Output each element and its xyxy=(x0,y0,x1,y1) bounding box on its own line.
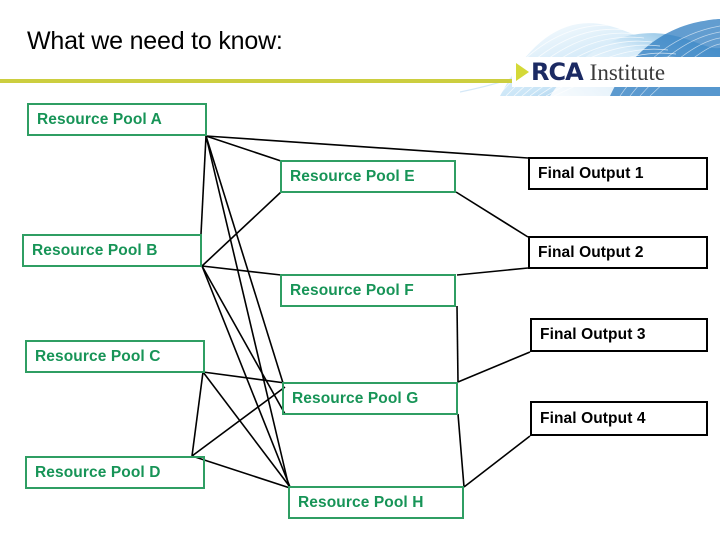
node-label: Final Output 2 xyxy=(538,243,644,261)
pool-node-b[interactable]: Resource Pool B xyxy=(22,234,202,267)
node-label: Resource Pool G xyxy=(292,389,419,407)
output-node-o4[interactable]: Final Output 4 xyxy=(530,401,708,436)
node-label: Resource Pool C xyxy=(35,347,161,365)
pool-node-a[interactable]: Resource Pool A xyxy=(27,103,207,136)
pool-node-g[interactable]: Resource Pool G xyxy=(282,382,458,415)
page-title: What we need to know: xyxy=(27,27,283,55)
diagram-edge xyxy=(205,135,282,162)
node-label: Final Output 1 xyxy=(538,164,644,182)
node-label: Resource Pool H xyxy=(298,493,424,511)
diagram-edge xyxy=(191,455,291,489)
rca-institute-logo: RCA Institute xyxy=(512,57,720,87)
diagram-edge xyxy=(191,386,286,457)
pool-node-f[interactable]: Resource Pool F xyxy=(280,274,456,307)
diagram-edge xyxy=(456,305,459,383)
diagram-edge xyxy=(200,135,207,235)
diagram-edge xyxy=(202,371,291,488)
node-label: Resource Pool D xyxy=(35,463,161,481)
diagram-edge xyxy=(201,265,286,415)
diagram-edge xyxy=(202,371,286,384)
output-node-o3[interactable]: Final Output 3 xyxy=(530,318,708,352)
diagram-edge xyxy=(191,371,204,457)
pool-node-h[interactable]: Resource Pool H xyxy=(288,486,464,519)
node-label: Final Output 4 xyxy=(540,409,646,427)
node-label: Final Output 3 xyxy=(540,326,646,343)
diagram-edge xyxy=(205,135,529,159)
diagram-edge xyxy=(205,135,290,488)
diagram-edge xyxy=(201,191,282,267)
diagram-edge xyxy=(205,135,284,384)
pool-node-e[interactable]: Resource Pool E xyxy=(280,160,456,193)
diagram-edge xyxy=(201,265,282,276)
diagram-edge xyxy=(457,413,465,488)
output-node-o2[interactable]: Final Output 2 xyxy=(528,236,708,269)
diagram-edge xyxy=(201,265,291,488)
output-node-o1[interactable]: Final Output 1 xyxy=(528,157,708,190)
logo-brand-text: RCA xyxy=(531,58,584,86)
node-label: Resource Pool A xyxy=(37,110,162,128)
pool-node-c[interactable]: Resource Pool C xyxy=(25,340,205,373)
play-triangle-icon xyxy=(516,63,529,81)
node-label: Resource Pool F xyxy=(290,281,414,299)
diagram-edge xyxy=(457,351,531,383)
title-divider xyxy=(0,79,650,83)
diagram-edge xyxy=(463,435,531,488)
diagram-edge xyxy=(455,191,529,238)
diagram-edge xyxy=(456,267,529,276)
logo-suffix-text: Institute xyxy=(589,59,666,85)
pool-node-d[interactable]: Resource Pool D xyxy=(25,456,205,489)
node-label: Resource Pool E xyxy=(290,167,415,185)
node-label: Resource Pool B xyxy=(32,241,158,259)
